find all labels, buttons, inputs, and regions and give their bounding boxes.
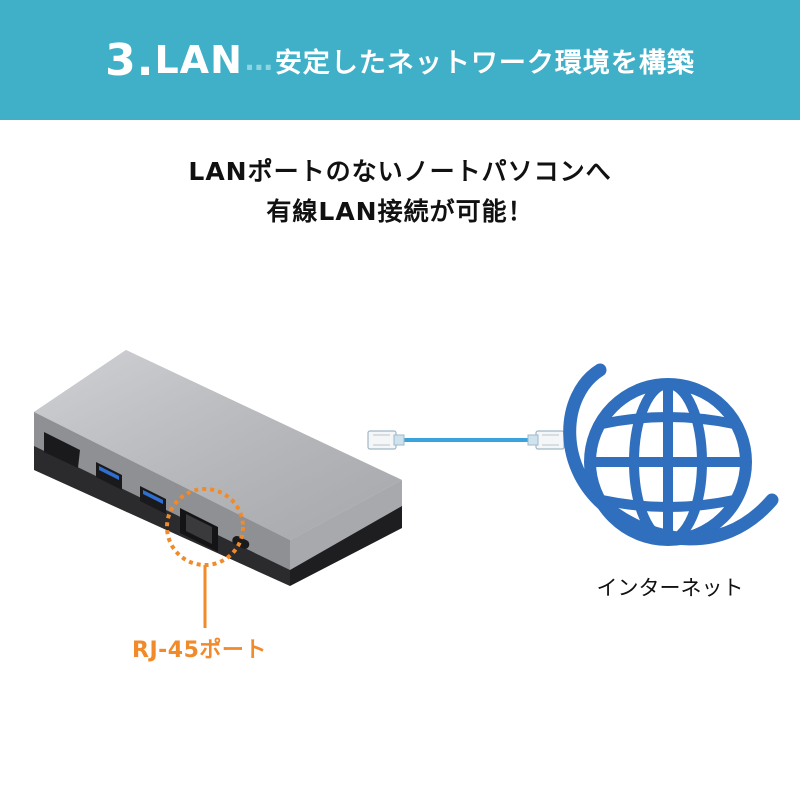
section-separator: …	[244, 43, 273, 77]
usb-port-2	[140, 486, 166, 514]
section-number: 3.	[105, 34, 155, 86]
cable-connector-left	[367, 430, 405, 450]
headline-line-1: LANポートのないノートパソコンへ	[188, 157, 612, 186]
rj45-port-label: RJ-45ポート	[132, 638, 267, 663]
cable-connector-right	[527, 430, 565, 450]
headline: LANポートのないノートパソコンへ 有線LAN接続が可能！	[0, 152, 800, 232]
headline-line-2: 有線LAN接続が可能！	[266, 197, 534, 226]
globe-icon	[563, 363, 779, 546]
usb-c-port	[232, 535, 250, 549]
section-title: LAN	[154, 38, 243, 82]
header-banner: 3. LAN … 安定したネットワーク環境を構築	[0, 0, 800, 120]
internet-label: インターネット	[596, 576, 744, 600]
hdmi-port	[44, 432, 80, 468]
rj45-port	[180, 508, 218, 552]
section-subtitle: 安定したネットワーク環境を構築	[274, 47, 695, 79]
usb-port-1	[96, 462, 122, 490]
lan-cable-illustration	[367, 430, 565, 450]
rj45-callout	[165, 487, 245, 628]
docking-hub-illustration	[34, 350, 402, 586]
